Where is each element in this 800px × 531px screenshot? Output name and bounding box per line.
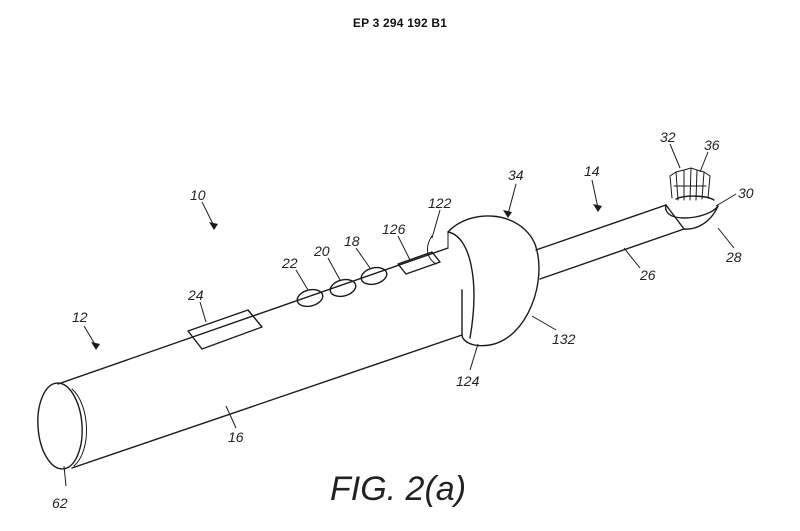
ref-30: 30 — [738, 185, 754, 201]
ref-132: 132 — [552, 331, 576, 347]
end-cap — [37, 382, 87, 470]
ref-10: 10 — [190, 187, 206, 203]
display-panel — [187, 309, 263, 350]
ref-26: 26 — [639, 267, 656, 283]
ref-34: 34 — [508, 167, 524, 183]
ref-18: 18 — [344, 233, 360, 249]
control-buttons — [296, 266, 388, 308]
handle-body — [57, 247, 463, 469]
ref-122: 122 — [428, 195, 452, 211]
ref-14: 14 — [584, 163, 600, 179]
release-recess — [397, 235, 441, 275]
ref-32: 32 — [660, 129, 676, 145]
ref-16: 16 — [228, 429, 244, 445]
reference-numerals: 10 12 14 16 18 20 22 24 26 28 30 32 34 3… — [52, 129, 754, 511]
ref-28: 28 — [725, 249, 742, 265]
figure-caption: FIG. 2(a) — [330, 470, 466, 508]
patent-number-header: EP 3 294 192 B1 — [352, 16, 448, 30]
leader-lines — [63, 143, 737, 487]
ref-20: 20 — [313, 243, 330, 259]
brush-head — [664, 167, 719, 230]
ref-36: 36 — [704, 137, 720, 153]
coupling-collar — [447, 215, 540, 347]
ref-24: 24 — [187, 287, 204, 303]
ref-22: 22 — [281, 255, 298, 271]
brush-neck — [535, 204, 685, 280]
ref-124: 124 — [456, 373, 480, 389]
ref-12: 12 — [72, 309, 88, 325]
ref-62: 62 — [52, 495, 68, 511]
ref-126: 126 — [382, 221, 406, 237]
